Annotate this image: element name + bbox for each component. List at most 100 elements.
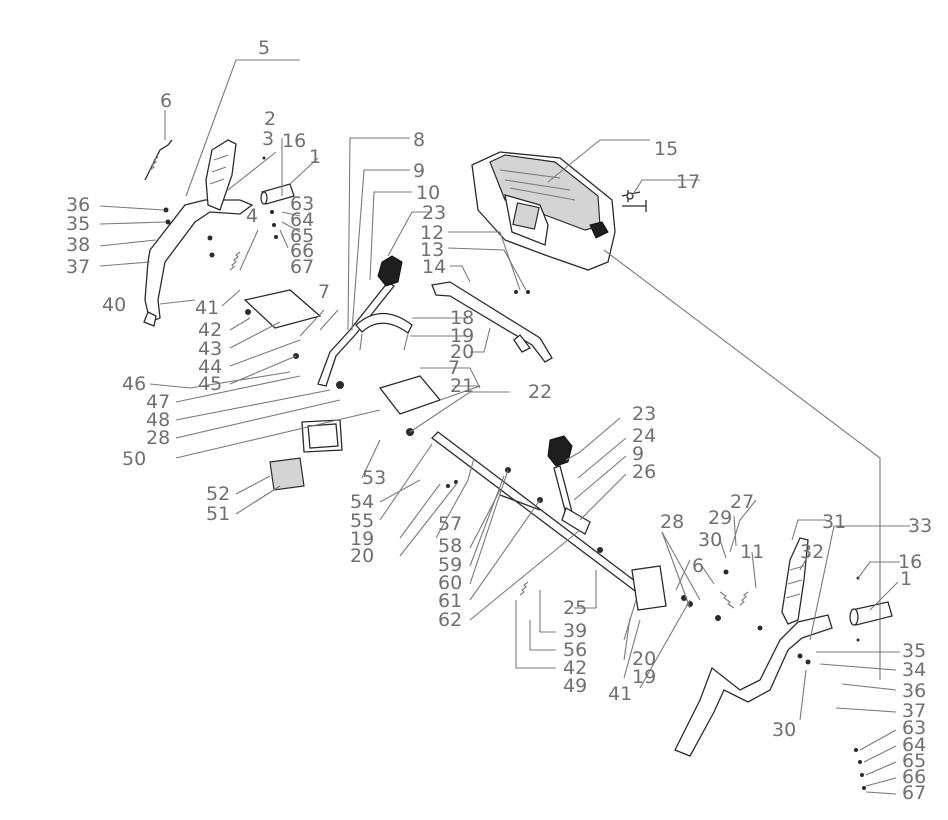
label-36b: 36 [902,680,926,702]
label-36: 36 [66,194,90,216]
label-7b: 7 [448,357,460,379]
label-21: 21 [450,375,474,397]
label-38: 38 [66,234,90,256]
label-40: 40 [102,294,126,316]
label-34: 34 [902,659,926,681]
label-32: 32 [800,541,824,563]
label-12: 12 [420,222,444,244]
label-26: 26 [632,461,656,483]
label-46: 46 [122,373,146,395]
label-8: 8 [413,129,425,151]
label-60: 60 [438,572,462,594]
label-16b: 16 [898,551,922,573]
shift-lever-upper [317,255,403,387]
label-20b: 20 [350,545,374,567]
label-50: 50 [122,448,146,470]
label-53: 53 [362,467,386,489]
label-14: 14 [422,256,446,278]
label-37b: 37 [902,700,926,722]
springs [144,139,749,609]
label-41: 41 [195,297,219,319]
label-35b: 35 [902,640,926,662]
label-1: 1 [309,146,321,168]
label-30: 30 [698,529,722,551]
label-25: 25 [563,597,587,619]
dashboard-housing [471,151,616,271]
label-67b: 67 [902,782,926,804]
bracket-plate-21 [378,375,442,415]
label-11: 11 [740,541,764,563]
label-57: 57 [438,513,462,535]
label-29: 29 [708,507,732,529]
label-45: 45 [198,373,222,395]
label-61: 61 [438,590,462,612]
label-59: 59 [438,554,462,576]
arc-plate [355,312,413,351]
label-42: 42 [198,319,222,341]
label-20: 20 [450,341,474,363]
leader-lines [99,59,910,795]
label-63b: 63 [902,717,926,739]
label-31: 31 [822,511,846,533]
label-27: 27 [730,491,754,513]
label-4: 4 [246,205,258,227]
display-panel [269,419,343,491]
label-52: 52 [206,483,230,505]
support-rod-14 [431,281,553,363]
label-47: 47 [146,391,170,413]
label-30b: 30 [772,719,796,741]
label-18: 18 [450,307,474,329]
label-67: 67 [290,256,314,278]
label-2: 2 [264,108,276,130]
label-42b: 42 [563,657,587,679]
label-1b: 1 [900,568,912,590]
label-16: 16 [282,130,306,152]
label-65b: 65 [902,750,926,772]
label-62: 62 [438,609,462,631]
label-13: 13 [420,239,444,261]
label-33: 33 [908,515,932,537]
label-28: 28 [146,427,170,449]
label-43: 43 [198,338,222,360]
label-54: 54 [350,491,374,513]
label-23: 23 [422,202,446,224]
label-6: 6 [160,90,172,112]
label-3: 3 [262,128,274,150]
label-15: 15 [654,138,678,160]
label-10: 10 [416,182,440,204]
bracket-49 [631,565,667,611]
label-19: 19 [450,325,474,347]
label-7: 7 [318,281,330,303]
label-6b: 6 [692,555,704,577]
bracket-17 [621,190,647,212]
plate-44 [243,289,322,329]
label-17: 17 [676,171,700,193]
label-65: 65 [290,225,314,247]
left-grip-handle [260,183,295,205]
left-grip [205,139,237,211]
label-66: 66 [290,240,314,262]
label-35: 35 [66,213,90,235]
label-64b: 64 [902,734,926,756]
part-number-labels: 5 6 2 3 16 1 8 9 10 23 12 13 14 15 17 36… [66,37,932,804]
label-5: 5 [258,37,270,59]
label-24: 24 [632,425,656,447]
label-51: 51 [206,503,230,525]
main-shaft [431,431,661,607]
label-48: 48 [146,409,170,431]
label-20c: 20 [632,648,656,670]
label-9: 9 [413,160,425,182]
label-19b: 19 [350,528,374,550]
label-28b: 28 [660,511,684,533]
label-37: 37 [66,256,90,278]
shift-lever-lower [547,435,591,535]
label-55: 55 [350,510,374,532]
right-handlebar [674,614,833,757]
label-44: 44 [198,356,222,378]
label-22: 22 [528,381,552,403]
label-9b: 9 [632,443,644,465]
label-63: 63 [290,193,314,215]
label-19c: 19 [632,666,656,688]
label-49: 49 [563,675,587,697]
